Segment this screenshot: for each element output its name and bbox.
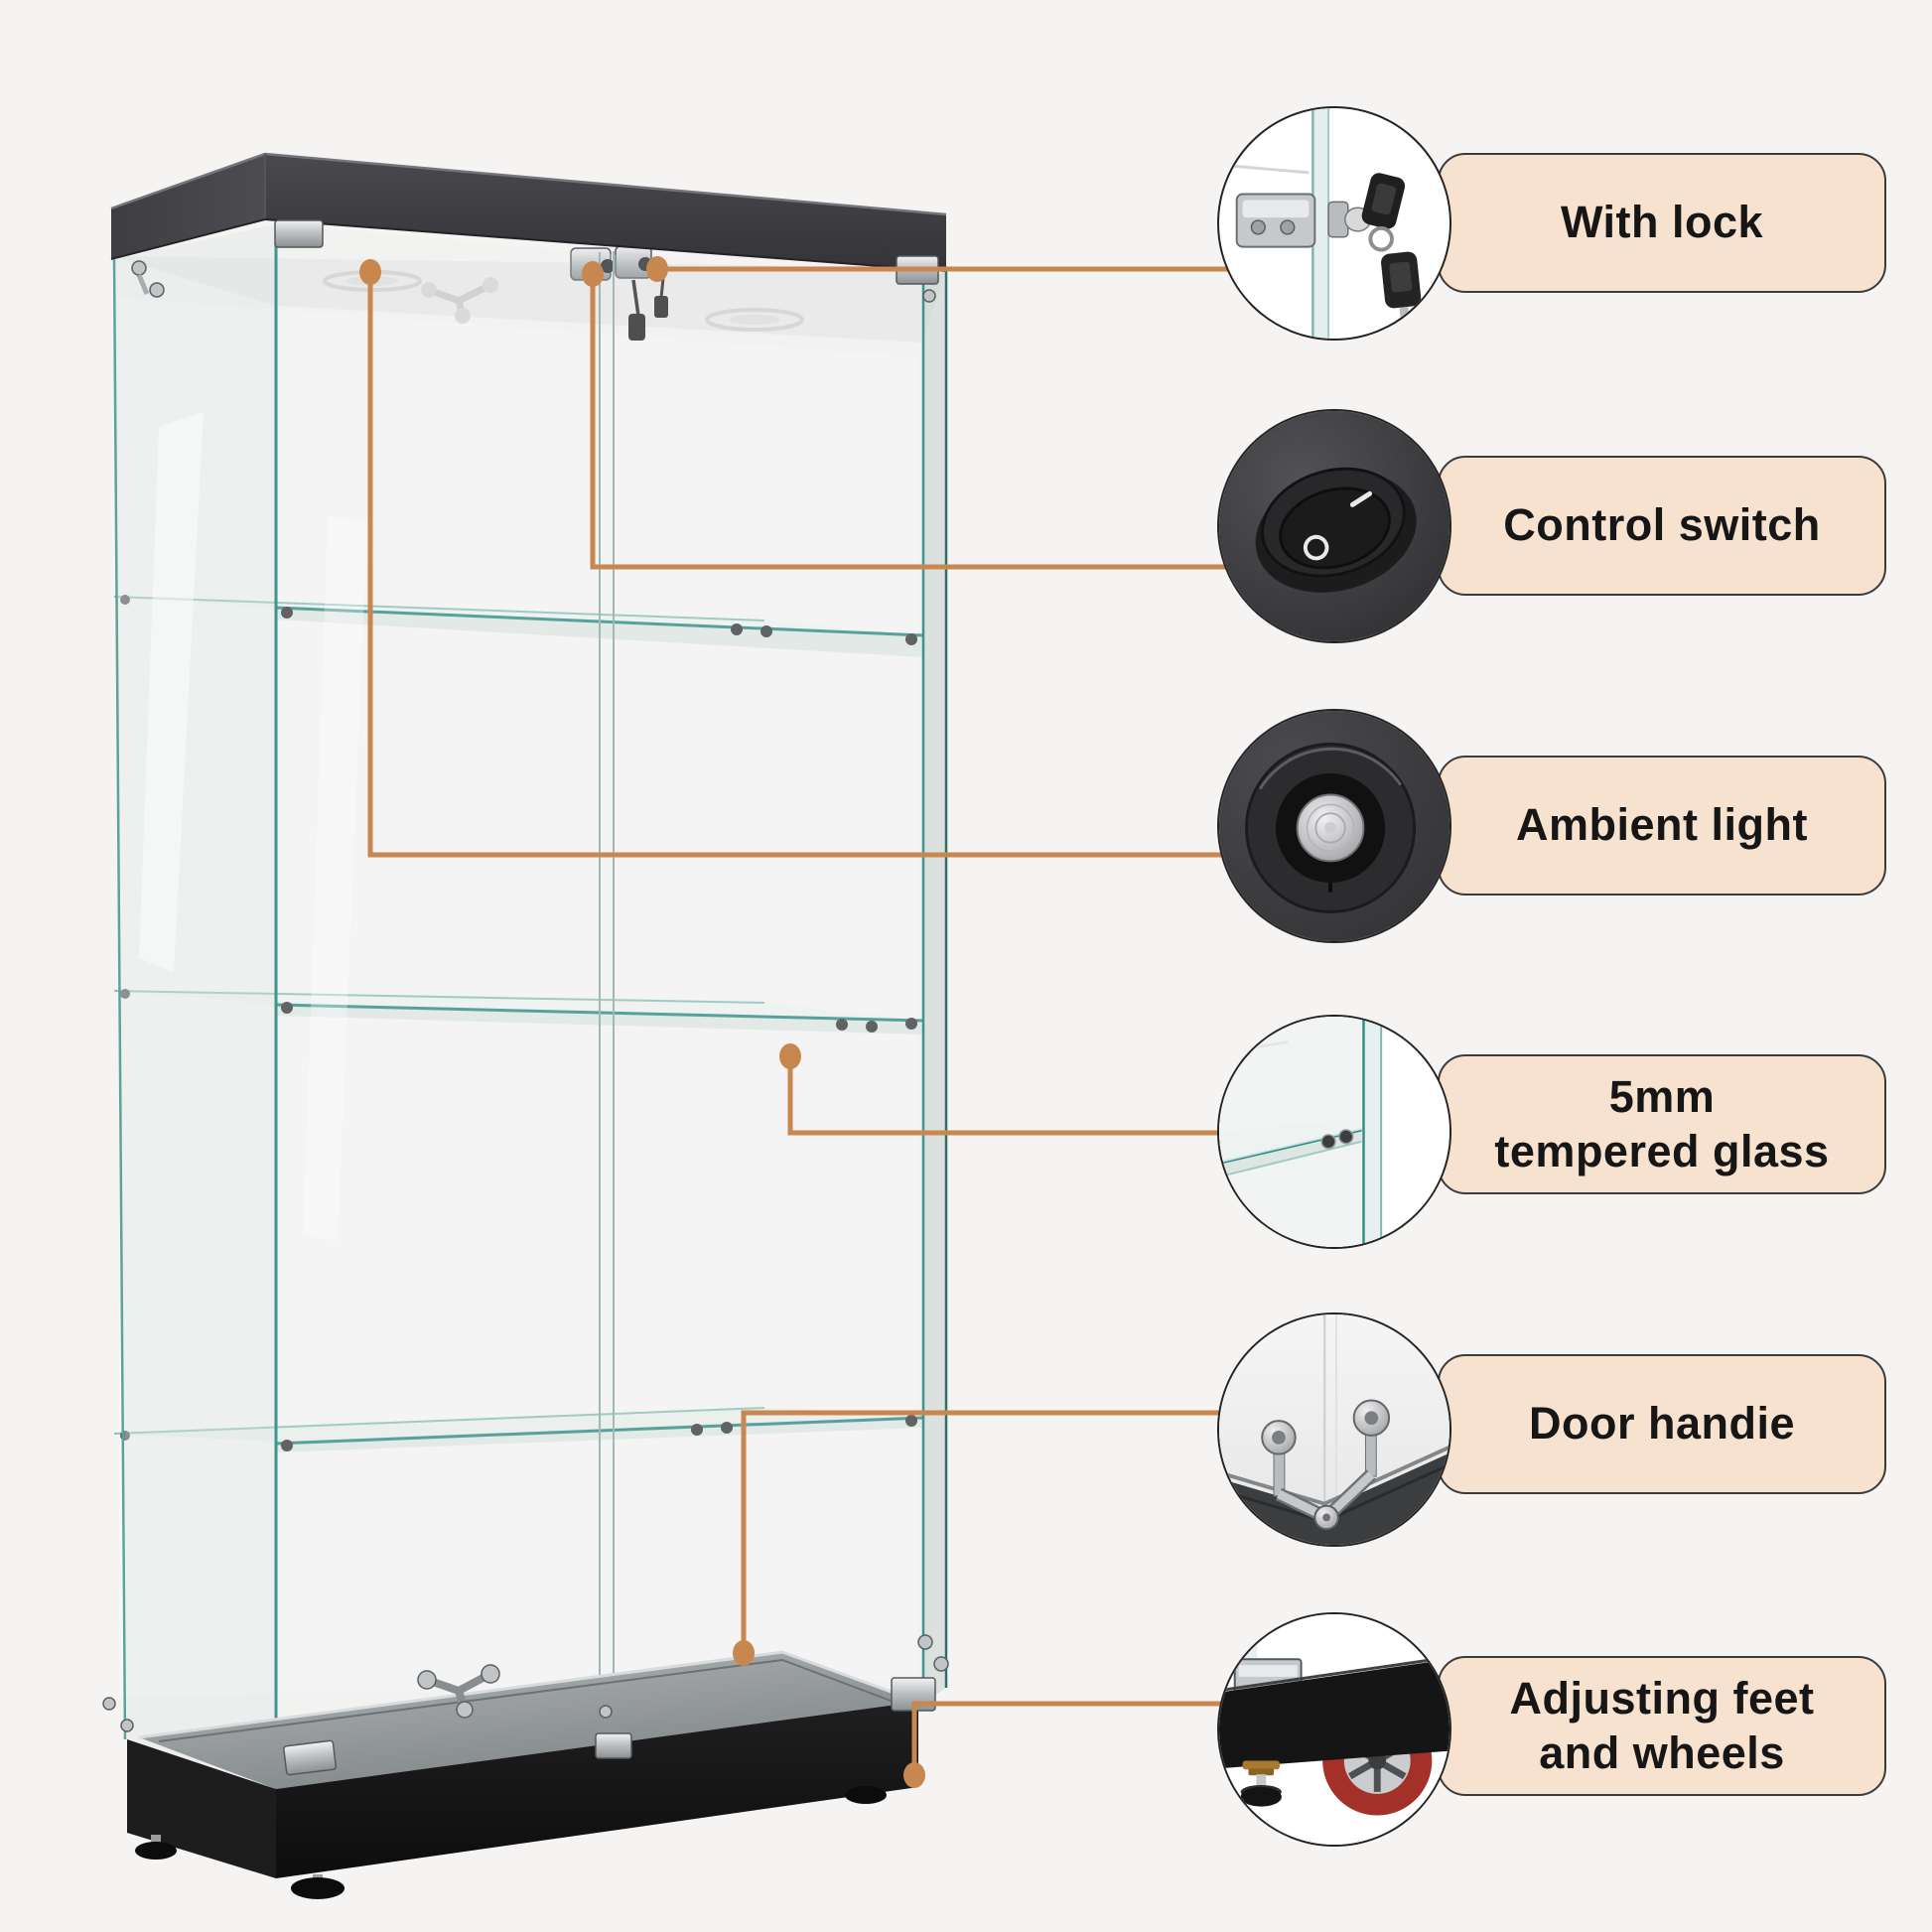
leader-adjusting-feet <box>911 1701 1301 1775</box>
feature-label-box: 5mm tempered glass <box>1438 1054 1886 1194</box>
feature-label-text: Control switch <box>1503 499 1821 551</box>
feature-label-box: Control switch <box>1438 456 1886 596</box>
leader-tempered-glass <box>787 1056 1301 1136</box>
feature-label-box: Adjusting feet and wheels <box>1438 1656 1886 1796</box>
feature-label-box: Ambient light <box>1438 756 1886 896</box>
leader-lines <box>367 266 1301 1775</box>
lock-and-keys-icon <box>1219 108 1422 339</box>
cabinet-top-cap <box>110 152 947 272</box>
feet-and-wheel-icon <box>1219 1614 1449 1845</box>
feature-label-box: With lock <box>1438 153 1886 293</box>
feature-label-box: Door handie <box>1438 1354 1886 1494</box>
spotlight-icon <box>1219 711 1449 941</box>
leader-ambient-light <box>367 272 1301 858</box>
leader-door-handle <box>741 1410 1301 1653</box>
leader-dots <box>359 256 925 1788</box>
adjusting-feet-photo-inset <box>1217 1612 1451 1847</box>
tempered-glass-photo-inset <box>1217 1015 1451 1249</box>
feature-label-text: Ambient light <box>1516 799 1808 851</box>
rocker-switch-icon <box>1219 411 1449 641</box>
feature-label-text: 5mm tempered glass <box>1494 1070 1830 1176</box>
glass-shelf-icon <box>1219 1017 1449 1247</box>
ambient-light-photo-inset <box>1217 709 1451 943</box>
leader-control-switch <box>590 274 1301 570</box>
feature-label-text: With lock <box>1560 197 1764 248</box>
door-handle-photo-inset <box>1217 1312 1451 1547</box>
lock-hardware <box>570 245 668 341</box>
lock-photo-inset <box>1217 106 1451 341</box>
ceiling-panel <box>111 256 946 343</box>
feature-label-text: Door handie <box>1528 1398 1795 1449</box>
door-handle-icon <box>1219 1314 1449 1545</box>
control-switch-photo-inset <box>1217 409 1451 643</box>
glass-walls <box>112 224 948 1791</box>
feature-label-text: Adjusting feet and wheels <box>1509 1672 1815 1778</box>
